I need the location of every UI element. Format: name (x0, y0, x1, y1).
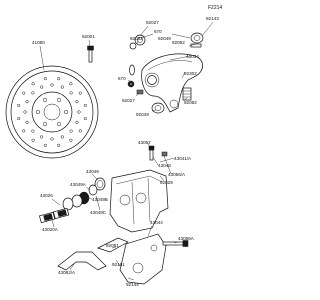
disc-vent-hole (31, 91, 35, 95)
pad-spring (57, 251, 107, 271)
label-seal-43049c: 43049C (90, 210, 107, 215)
disc-mount-hole (63, 109, 69, 115)
label-seal-43049a: 43049A (70, 182, 87, 187)
brake-disc (5, 65, 99, 159)
label-seal-92049-bottom: 92049 (136, 112, 149, 117)
label-disc-bolt: 92001 (82, 34, 95, 39)
label-seal-92049-top: 92049 (158, 36, 171, 41)
label-caliper-43041a: 43041/A (174, 156, 192, 161)
disc-vent-hole (23, 110, 27, 114)
label-seal-92082-right: 92082 (172, 40, 185, 45)
label-pad-43020a: 43020A (42, 227, 59, 232)
disc-vent-hole (22, 129, 26, 133)
disc-vent-hole (22, 91, 26, 95)
caliper-holder (119, 233, 167, 285)
caliper-pistons (62, 177, 106, 211)
disc-vent-hole (25, 120, 29, 124)
disc-vent-hole (83, 117, 87, 121)
leader-lines (39, 21, 214, 281)
disc-vent-hole (78, 129, 82, 133)
label-92161: 92161 (112, 262, 125, 267)
disc-vent-hole (60, 85, 64, 89)
label-collar-mid: 92027 (122, 98, 135, 103)
disc-vent-hole (83, 103, 87, 107)
disc-vent-hole (31, 82, 35, 86)
label-bleeder-43057: 43057 (138, 140, 151, 145)
disc-vent-hole (69, 82, 73, 86)
disc-vent-holes (17, 77, 87, 147)
disc-vent-hole (60, 135, 64, 139)
disc-vent-hole (43, 143, 47, 147)
label-collar-top: 92027 (146, 20, 159, 25)
disc-vent-hole (75, 100, 79, 104)
disc-mount-hole (56, 97, 62, 102)
label-sleeve-92143: 92143 (206, 16, 219, 21)
label-pad-43026: 43026 (40, 193, 53, 198)
bracket-rubber-boot (182, 87, 192, 101)
disc-vent-hole (75, 120, 79, 124)
disc-vent-hole (69, 138, 73, 142)
label-92144: 92144 (126, 282, 139, 287)
disc-vent-hole (17, 103, 21, 107)
label-boot-92082: 92082 (184, 100, 197, 105)
label-piston-43049: 43049 (86, 169, 99, 174)
disc-mount-hole (42, 97, 48, 102)
disc-vent-hole (40, 135, 44, 139)
disc-vent-hole (43, 77, 47, 81)
label-brake-disc: 41080 (32, 40, 45, 45)
label-bolt-43056a: 43056A (178, 236, 195, 241)
brake-pads (39, 207, 70, 224)
label-cap-43056a: 43056/A (168, 172, 186, 177)
label-shim-92081: 92081 (106, 243, 119, 248)
rear-brake-exploded-diagram: F2214 (5, 5, 222, 287)
disc-vent-hole (78, 91, 82, 95)
label-o-ring-670-top: 670 (154, 29, 162, 34)
label-holder-43044: 43044 (150, 220, 163, 225)
caliper-bleeder-valve (148, 145, 168, 161)
disc-bolt (87, 45, 94, 63)
label-43048: 43048 (158, 163, 171, 168)
label-seal-left: 92082 (130, 36, 143, 41)
anti-rattle-shim (97, 237, 129, 253)
disc-vent-hole (17, 117, 21, 121)
disc-vent-hole (40, 85, 44, 89)
disc-vent-hole (57, 143, 61, 147)
disc-mount-hole (42, 122, 48, 127)
disc-vent-hole (69, 91, 73, 95)
disc-vent-hole (50, 83, 54, 87)
disc-vent-hole (31, 129, 35, 133)
label-seal-43049b: 43049B (92, 197, 108, 202)
disc-mount-holes (35, 97, 69, 127)
bracket-oil-seal-bottom (151, 102, 165, 114)
disc-vent-hole (25, 100, 29, 104)
label-92028: 92028 (160, 180, 173, 185)
label-bracket-43034: 43034 (186, 54, 199, 59)
disc-vent-hole (69, 129, 73, 133)
disc-vent-hole (57, 77, 61, 81)
caliper-body (109, 169, 169, 233)
label-o-ring-670-mid: 670 (118, 76, 126, 81)
caliper-pin-bolt (162, 240, 189, 247)
label-spring-43082a: 43082/A (58, 270, 76, 275)
disc-vent-hole (50, 137, 54, 141)
caliper-bracket (141, 53, 203, 113)
callout-labels: 41080 92001 92027 670 92082 92049 92143 … (32, 16, 219, 287)
disc-vent-hole (31, 138, 35, 142)
bracket-sleeve-right (190, 32, 204, 48)
disc-vent-hole (77, 110, 81, 114)
disc-mount-hole (35, 109, 41, 115)
disc-mount-hole (56, 122, 62, 127)
bracket-collar-left (127, 64, 144, 95)
figure-reference-code: F2214 (208, 5, 222, 11)
label-nut-92302: 92302 (184, 71, 197, 76)
